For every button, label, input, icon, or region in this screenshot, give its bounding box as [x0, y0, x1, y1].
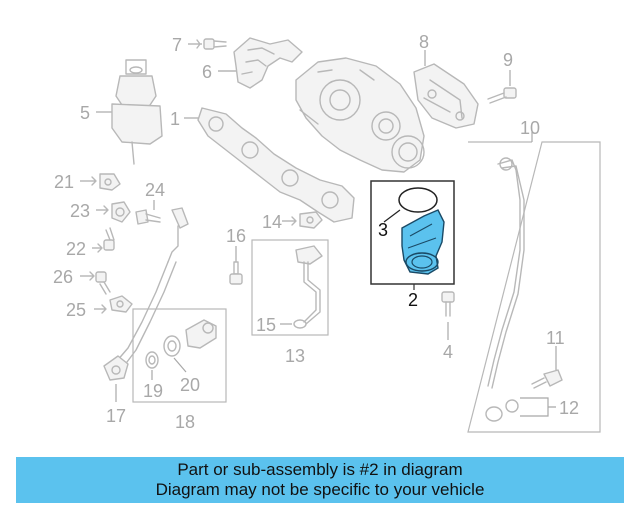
part-7-bolt [188, 38, 227, 50]
callout-13: 13 [285, 346, 305, 366]
info-banner: Part or sub-assembly is #2 in diagram Di… [16, 457, 624, 503]
part-14-gasket [282, 211, 323, 229]
callout-25: 25 [66, 300, 86, 320]
part-2-highlight [401, 209, 445, 275]
callout-12: 12 [559, 398, 579, 418]
callout-22: 22 [66, 239, 86, 259]
part-25-bracket [94, 295, 133, 314]
part-16-bolt [229, 246, 243, 285]
part-24-bolt [135, 200, 161, 225]
group-2-box [370, 180, 455, 290]
part-22-bolt [92, 227, 115, 253]
part-17-rod [103, 207, 189, 402]
callout-14: 14 [262, 212, 282, 232]
callout-2: 2 [408, 290, 418, 310]
callout-11: 11 [546, 328, 565, 348]
part-8-bracket [413, 50, 479, 129]
parts-diagram: 7 6 1 8 9 [53, 32, 601, 433]
callout-23: 23 [70, 201, 90, 221]
callout-10: 10 [520, 118, 540, 138]
callout-19: 19 [143, 381, 163, 401]
banner-line-1: Part or sub-assembly is #2 in diagram [177, 460, 463, 479]
callout-6: 6 [202, 62, 212, 82]
part-5-actuator [96, 59, 163, 165]
part-9-bolt [487, 70, 517, 104]
callout-20: 20 [180, 375, 200, 395]
callout-5: 5 [80, 103, 90, 123]
callout-3: 3 [378, 220, 388, 240]
banner-line-2: Diagram may not be specific to your vehi… [155, 480, 485, 499]
callout-1: 1 [170, 109, 180, 129]
part-21-clip [80, 173, 121, 191]
callout-17: 17 [106, 406, 126, 426]
part-4-bolt [441, 291, 455, 340]
group-10-box [467, 132, 601, 433]
part-23-fitting [96, 201, 131, 223]
callout-18: 18 [175, 412, 195, 432]
callout-7: 7 [172, 35, 182, 55]
callout-21: 21 [54, 172, 74, 192]
callout-8: 8 [419, 32, 429, 52]
callout-9: 9 [503, 50, 513, 70]
group-13-box [251, 239, 329, 336]
group-18-box [132, 308, 227, 403]
callout-4: 4 [443, 342, 453, 362]
callout-15: 15 [256, 315, 276, 335]
callout-24: 24 [145, 180, 165, 200]
part-1-turbo-manifold [184, 57, 425, 223]
part-6-heat-shield [218, 37, 303, 89]
part-26-bolt [80, 271, 111, 295]
callout-16: 16 [226, 226, 246, 246]
callout-26: 26 [53, 267, 73, 287]
